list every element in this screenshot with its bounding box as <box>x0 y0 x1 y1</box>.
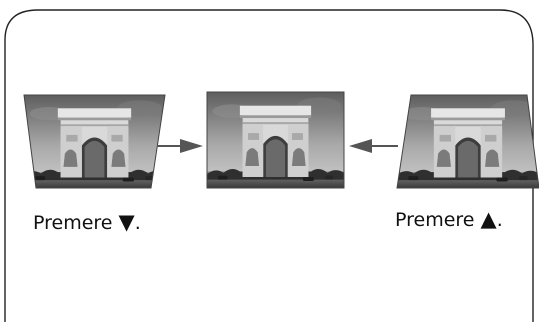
caption-press-down: Premere ▼. <box>33 210 141 234</box>
arrow-right-to-center <box>349 139 398 153</box>
caption-word: Premere <box>395 209 475 231</box>
down-triangle-icon: ▼ <box>119 210 135 234</box>
image-keystone-wide-top <box>24 95 165 188</box>
arrow-left-to-center <box>157 139 203 153</box>
image-corrected <box>207 92 344 188</box>
caption-press-up: Premere ▲. <box>395 207 503 231</box>
image-keystone-wide-bottom <box>397 95 539 188</box>
caption-word: Premere <box>33 212 113 234</box>
caption-suffix: . <box>135 212 141 234</box>
up-triangle-icon: ▲ <box>481 207 497 231</box>
caption-suffix: . <box>497 209 503 231</box>
